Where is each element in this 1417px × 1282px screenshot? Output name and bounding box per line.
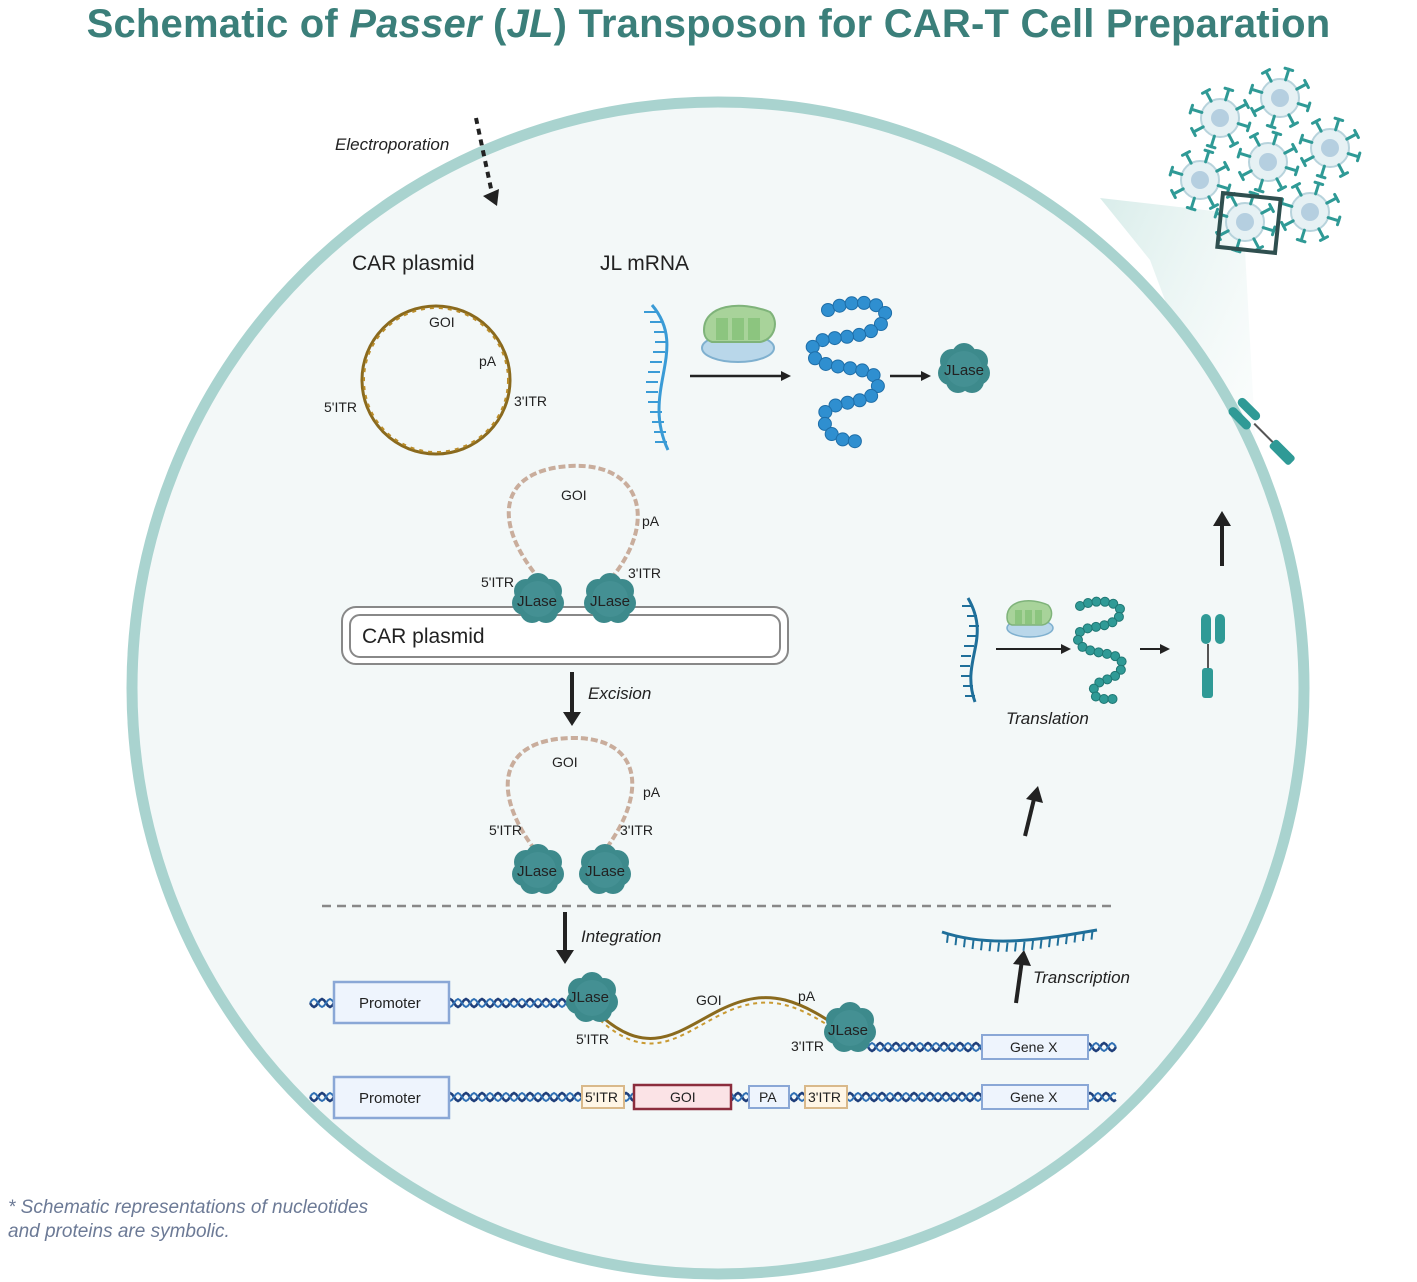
ribosome-icon-2 (1006, 600, 1054, 638)
loop2-5itr-label: 5'ITR (489, 822, 522, 838)
car-t-cell-population-icon (1168, 66, 1362, 254)
excision-label: Excision (588, 684, 651, 703)
jlase-integrating-right (824, 1002, 876, 1052)
loop2-3itr-label: 3'ITR (620, 822, 653, 838)
ribosome-icon (701, 304, 776, 363)
jlase-integrating-left-label: JLase (569, 989, 609, 1006)
jlase-integrating-left (566, 972, 618, 1022)
gene-x-box-row-1 (981, 1034, 1089, 1060)
loop2-pa-label: pA (643, 784, 661, 800)
pa-box (748, 1085, 790, 1109)
page-title: Schematic of Passer (JL) Transposon for … (86, 2, 1331, 46)
itr3-box-label: 3'ITR (808, 1089, 841, 1105)
mrna-transcript (941, 928, 1098, 952)
circular-car-plasmid (360, 304, 512, 456)
row1-goi-label: GOI (696, 992, 722, 1008)
loop1-goi-label: GOI (561, 487, 587, 503)
loop1-5itr-label: 5'ITR (481, 574, 514, 590)
electroporation-arrow (474, 117, 495, 199)
peptide-chain-icon (805, 295, 893, 449)
car-plasmid-bar-label: CAR plasmid (362, 625, 485, 648)
itr5-box-label: 5'ITR (585, 1089, 618, 1105)
jl-mrna-strand (644, 304, 670, 451)
loop1-pa-label: pA (642, 513, 660, 529)
gene-x-label-row-2: Gene X (1010, 1089, 1058, 1105)
jlase-left-bound-label: JLase (517, 593, 557, 610)
row1-pa-label: pA (798, 988, 816, 1004)
car-plasmid-bar-inner (349, 614, 781, 658)
transcription-arrow (1014, 959, 1024, 1004)
jlase-excised-left (512, 844, 564, 894)
membrane-car-icon (1228, 397, 1295, 465)
promoter-box-row-1 (332, 980, 451, 1025)
zoom-beam (1100, 198, 1262, 560)
gene-x-box-row-2 (981, 1084, 1089, 1110)
jlase-excised-right (579, 844, 631, 894)
loop1-3itr-label: 3'ITR (628, 565, 661, 581)
translation-label: Translation (1006, 709, 1089, 728)
loop2-goi-label: GOI (552, 754, 578, 770)
itr5-box (581, 1085, 625, 1109)
jlase-excised-left-label: JLase (517, 863, 557, 880)
jlase-right-bound (584, 573, 636, 623)
footnote-line-1: * Schematic representations of nucleotid… (8, 1197, 369, 1218)
integration-label: Integration (581, 927, 661, 946)
transcription-label: Transcription (1033, 968, 1130, 987)
goi-box (632, 1083, 733, 1111)
itr3-box (804, 1085, 848, 1109)
car-peptide-chain-icon (1072, 596, 1127, 705)
jl-mrna-heading: JL mRNA (600, 252, 689, 275)
mrna-export-arrow (1023, 794, 1037, 837)
jlase-free-label: JLase (944, 362, 984, 379)
footnote-line-2: and proteins are symbolic. (8, 1221, 230, 1242)
electroporation-label: Electroporation (335, 135, 449, 154)
zoom-frame (1215, 190, 1283, 256)
plasmid-5itr-label: 5'ITR (324, 399, 357, 415)
car-plasmid-heading: CAR plasmid (352, 252, 475, 275)
plasmid-pa-label: pA (479, 353, 497, 369)
car-receptor-icon (1201, 614, 1225, 698)
plasmid-3itr-label: 3'ITR (514, 393, 547, 409)
promoter-label-row-1: Promoter (359, 995, 421, 1012)
footnote: * Schematic representations of nucleotid… (8, 1196, 438, 1244)
jlase-free (938, 343, 990, 393)
jlase-integrating-right-label: JLase (828, 1022, 868, 1039)
goi-box-label: GOI (670, 1089, 696, 1105)
promoter-box-row-2 (332, 1075, 451, 1120)
row1-3itr-label: 3'ITR (791, 1038, 824, 1054)
gene-x-label-row-1: Gene X (1010, 1039, 1058, 1055)
transposon-loop-excised (505, 735, 635, 852)
pa-box-label: PA (759, 1089, 777, 1105)
row1-5itr-label: 5'ITR (576, 1031, 609, 1047)
car-mrna-strand (960, 597, 979, 703)
jlase-left-bound (512, 573, 564, 623)
transposon-loop-1 (506, 463, 640, 582)
jlase-right-bound-label: JLase (590, 593, 630, 610)
plasmid-goi-label: GOI (429, 314, 455, 330)
promoter-label-row-2: Promoter (359, 1090, 421, 1107)
jlase-excised-right-label: JLase (585, 863, 625, 880)
